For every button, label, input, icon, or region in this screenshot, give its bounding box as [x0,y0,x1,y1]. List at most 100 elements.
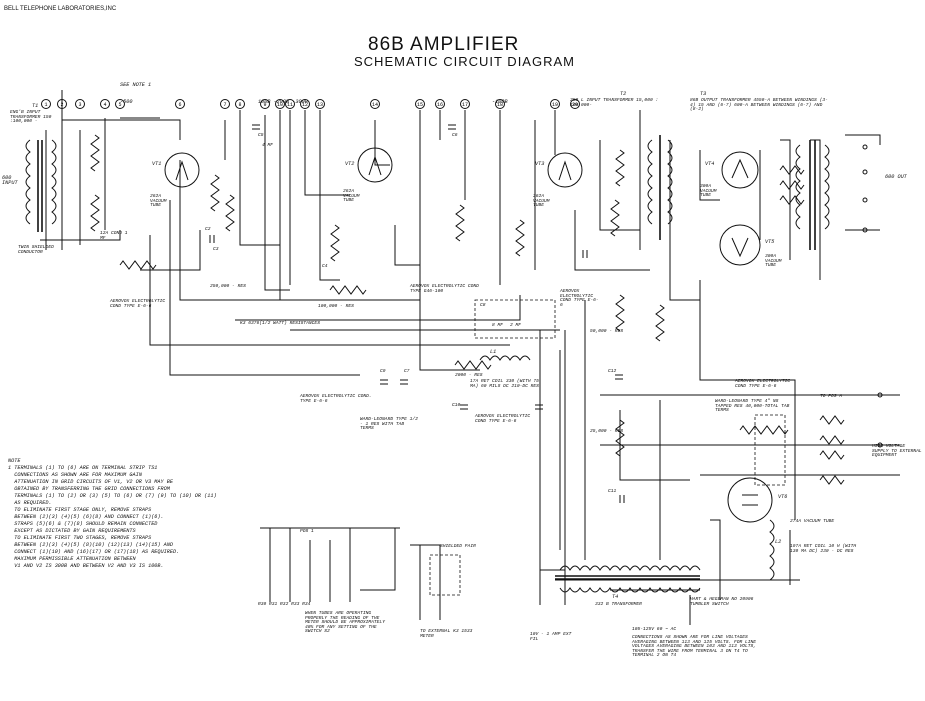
terminal-1 [41,99,51,109]
to-pos-a-label: TO POS A [820,394,843,399]
terminal-10 [275,99,285,109]
ac-input-label: 105-125V 60 ~ AC [632,627,677,632]
terminal-label: 17 [462,102,468,108]
terminal-3 [75,99,85,109]
terminal-18 [495,99,505,109]
terminal-label: 13 [317,102,323,108]
note-line: EXCEPT AS DICTATED BY GAIN REQUIREMENTS [8,528,136,535]
note-line: 1 TERMINALS (1) TO (6) ARE ON TERMINAL S… [8,465,158,472]
vt4-label: VT4 [705,161,715,167]
vt3-tube-label: 262A VACUUM TUBE [533,194,550,209]
notes-block: NOTE 1 TERMINALS (1) TO (6) ARE ON TERMI… [8,458,238,570]
vt3-label: VT3 [535,161,545,167]
res-25000-label: 25,000 - RES [590,429,624,434]
res-250000-label: 250,000 - RES [210,284,246,289]
terminal-9 [260,99,270,109]
c12-label: C12 [608,369,617,374]
tumbler-switch-label: HART & HEGEMAN NO 20906 TUMBLER SWITCH [690,597,754,607]
terminal-label: 5 [118,102,121,108]
terminal-4 [100,99,110,109]
output-terminals [862,144,883,448]
l1-label: L1 [490,349,497,355]
ward-leonard-label: WARD-LEONARD TYPE 1/2 - 1 RES WITH TAB T… [360,417,418,432]
terminal-7 [220,99,230,109]
t4-description: 332 B TRANSFORMER [595,602,642,607]
terminal-label: 6 [178,102,181,108]
note-line: V1 AND V2 IS 300B AND BETWEEN V2 AND V3 … [8,563,164,570]
vt5-tube-label: 300A VACUUM TUBE [765,254,782,269]
note-line: BETWEEN (2)(3) (4)(5) (6)(8) AND CONNECT… [8,514,164,521]
terminal-label: 19 [552,102,558,108]
note-line: MAXIMUM PERMISSIBLE ATTENUATION BETWEEN [8,556,136,563]
c6-label: C6 [452,133,458,138]
t1-label: T1 [32,103,39,109]
input-600-label: 600 INPUT [2,175,18,187]
output-600-label: 600 OUT [885,174,907,180]
vacuum-tubes [164,147,773,523]
c8-label: C8 [480,303,486,308]
diagram-title: 86B AMPLIFIER [368,34,520,55]
vt6-tube-label: 274A VACUUM TUBE [790,519,835,524]
vt2-label: VT2 [345,161,355,167]
notes-lines: 1 TERMINALS (1) TO (6) ARE ON TERMINAL S… [8,465,238,570]
resistor-100b-2-label: -100B [492,99,508,105]
terminal-label: 18 [497,102,503,108]
terminal-label: 15 [417,102,423,108]
note-line: ATTENUATION IN GRID CIRCUITS OF V1, V2 O… [8,479,173,486]
terminal-label: 4 [103,102,106,108]
capacitors [209,124,625,503]
terminal-label: 14 [372,102,378,108]
c10-label: C10 [452,403,461,408]
terminal-label: 12 [302,102,308,108]
terminal-label: 9 [263,102,266,108]
terminal-19 [550,99,560,109]
see-note-label: SEE NOTE 1 [120,82,152,88]
to-meter-label: TO EXTERNAL K3 1533 METER [420,629,473,639]
aerovox-label-2: AEROVOX ELECTROLYTIC COND TYPE G46-100 [410,284,479,294]
note-line: AS REQUIRED. [8,500,52,507]
meter-note: WHEN TUBES ARE OPERATING PROPERLY THE RE… [305,611,385,635]
l2-label: L2 [775,539,782,545]
terminal-label: 3 [78,102,81,108]
terminal-6 [175,99,185,109]
notes-heading: NOTE [8,458,21,464]
diagram-subtitle: SCHEMATIC CIRCUIT DIAGRAM [354,54,575,69]
res-50000-label: 50,000 - RES [590,329,624,334]
pos-1-label: POS 1 [300,529,314,534]
coils [25,139,830,593]
meter-resistors-label: R30 R31 R32 R33 R34 [258,602,311,607]
terminal-12 [300,99,310,109]
c3-label: C3 [213,247,219,252]
note-line: TO ELIMINATE FIRST TWO STAGES, REMOVE ST… [8,535,152,542]
t3-description: 86B OUTPUT TRANSFORMER 4550-A BETWEEN WI… [690,98,828,113]
c5-label: C5 [258,133,264,138]
terminal-13 [315,99,325,109]
terminal-label: 16 [437,102,443,108]
terminal-16 [435,99,445,109]
resistances-label: K3 6376(1/2 WATT) RESISTANCES [240,321,320,326]
terminal-label: 8 [238,102,241,108]
terminal-label: 20 [572,102,578,108]
l2-description: 197A RET COIL 10 H (WITH 130 MA DC) 230 … [790,544,857,554]
terminal-14 [370,99,380,109]
wiring [40,90,900,625]
aerovox-label-4: AEROVOX ELECTROLYTIC COND TYPE E-6-6 [475,414,531,424]
c11-label: C11 [608,489,617,494]
terminal-label: 7 [223,102,226,108]
l1-description: 17A RET COIL 330 (WITH 75 MA) 60 MILS DC… [470,379,539,389]
c4-label: C4 [322,264,328,269]
terminal-15 [415,99,425,109]
terminal-8 [235,99,245,109]
cap-2mf-label: 2 MF [510,323,522,328]
cond-12a-label: 12A COND 1 MF [100,231,128,241]
resistors [90,134,845,485]
resistor-500-label: -500 [120,99,133,105]
aerovox-label-1: AEROVOX ELECTROLYTIC COND TYPE E-6-6 [110,299,166,309]
t4-label: T4 [612,594,619,600]
vt6-label: VT6 [778,494,788,500]
filament-label: 10V - 1 AMP EXT FIL [530,632,572,642]
aerovox-label-5: AEROVOX ELECTROLYTIC COND TYPE E-6-6 [560,289,599,308]
note-line: TERMINALS (1) TO (2) OR (3) (5) TO (6) O… [8,493,217,500]
